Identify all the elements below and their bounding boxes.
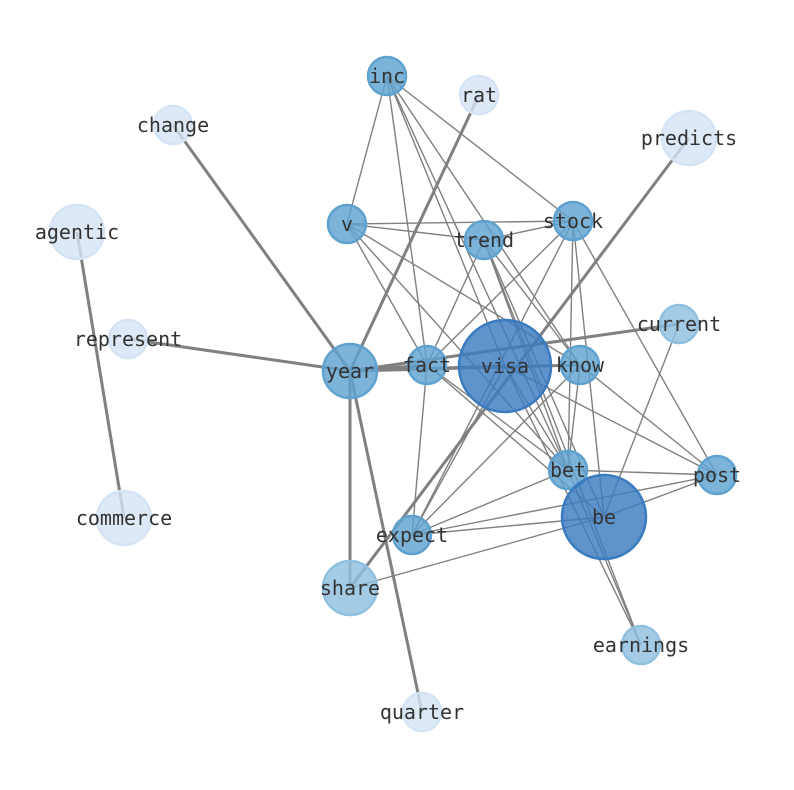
node-circle bbox=[48, 203, 106, 261]
edges-layer bbox=[75, 75, 718, 713]
node-circle bbox=[660, 109, 718, 167]
node-label: inc bbox=[369, 64, 405, 88]
edge-year-change bbox=[171, 124, 352, 372]
node-visa[interactable]: visa bbox=[457, 318, 553, 414]
node-share[interactable]: share bbox=[320, 559, 380, 617]
node-year[interactable]: year bbox=[321, 342, 379, 400]
node-label: rat bbox=[461, 83, 497, 107]
node-quarter[interactable]: quarter bbox=[380, 691, 464, 733]
node-label: current bbox=[637, 312, 721, 336]
node-label: fact bbox=[403, 353, 451, 377]
node-label: v bbox=[341, 212, 353, 236]
node-circle bbox=[406, 344, 448, 386]
node-inc[interactable]: inc bbox=[366, 55, 408, 97]
node-label: earnings bbox=[593, 633, 689, 657]
node-label: year bbox=[326, 359, 374, 383]
edge-know-post bbox=[579, 364, 718, 476]
edge-inc-v bbox=[346, 75, 388, 225]
node-circle bbox=[560, 473, 648, 561]
node-circle bbox=[547, 449, 589, 491]
node-label: expect bbox=[376, 523, 448, 547]
edge-bet-post bbox=[567, 469, 718, 476]
node-circle bbox=[658, 303, 700, 345]
node-circle bbox=[457, 318, 553, 414]
edge-trend-earnings bbox=[483, 239, 642, 646]
edge-bet-expect bbox=[411, 469, 569, 536]
edge-v-fact bbox=[346, 223, 428, 366]
node-agentic[interactable]: agentic bbox=[35, 203, 119, 261]
node-circle bbox=[152, 104, 194, 146]
edge-v-trend bbox=[346, 223, 485, 241]
node-circle bbox=[620, 624, 662, 666]
node-represent[interactable]: represent bbox=[74, 318, 182, 360]
node-circle bbox=[366, 55, 408, 97]
node-label: be bbox=[592, 505, 616, 529]
edge-stock-post bbox=[572, 220, 718, 476]
edge-inc-visa bbox=[386, 75, 506, 367]
node-label: agentic bbox=[35, 220, 119, 244]
node-circle bbox=[95, 489, 153, 547]
node-v[interactable]: v bbox=[326, 203, 368, 245]
edge-agentic-commerce bbox=[75, 231, 126, 519]
edge-stock-fact bbox=[426, 220, 574, 366]
node-label: predicts bbox=[641, 126, 737, 150]
node-label: stock bbox=[543, 209, 603, 233]
edge-trend-know bbox=[483, 239, 581, 366]
node-stock[interactable]: stock bbox=[543, 200, 603, 242]
node-current[interactable]: current bbox=[637, 303, 721, 345]
node-know[interactable]: know bbox=[556, 344, 605, 386]
node-rat[interactable]: rat bbox=[458, 74, 500, 116]
node-be[interactable]: be bbox=[560, 473, 648, 561]
node-fact[interactable]: fact bbox=[403, 344, 451, 386]
node-bet[interactable]: bet bbox=[547, 449, 589, 491]
node-earnings[interactable]: earnings bbox=[593, 624, 689, 666]
node-circle bbox=[321, 342, 379, 400]
node-circle bbox=[326, 203, 368, 245]
edge-inc-fact bbox=[386, 75, 428, 366]
node-circle bbox=[107, 318, 149, 360]
node-label: share bbox=[320, 576, 380, 600]
edge-inc-bet bbox=[386, 75, 569, 471]
node-commerce[interactable]: commerce bbox=[76, 489, 172, 547]
node-circle bbox=[401, 691, 443, 733]
edge-year-rat bbox=[348, 94, 481, 372]
node-circle bbox=[552, 200, 594, 242]
edge-fact-bet bbox=[426, 364, 569, 471]
node-circle bbox=[321, 559, 379, 617]
node-label: post bbox=[693, 463, 741, 487]
edge-year-represent bbox=[127, 337, 351, 373]
node-circle bbox=[458, 74, 500, 116]
node-trend[interactable]: trend bbox=[454, 219, 514, 261]
edge-trend-fact bbox=[426, 239, 485, 366]
edge-know-expect bbox=[411, 364, 581, 536]
node-circle bbox=[559, 344, 601, 386]
node-predicts[interactable]: predicts bbox=[641, 109, 737, 167]
node-label: bet bbox=[550, 458, 586, 482]
edge-fact-expect bbox=[411, 364, 428, 536]
node-label: quarter bbox=[380, 700, 464, 724]
node-circle bbox=[696, 454, 738, 496]
node-post[interactable]: post bbox=[693, 454, 741, 496]
nodes-layer: inc rat change predicts agentic v stock trend re… bbox=[35, 55, 741, 733]
node-label: change bbox=[137, 113, 209, 137]
node-change[interactable]: change bbox=[137, 104, 209, 146]
node-label: represent bbox=[74, 327, 182, 351]
edge-be-share bbox=[349, 516, 605, 589]
node-label: commerce bbox=[76, 506, 172, 530]
node-expect[interactable]: expect bbox=[376, 514, 448, 556]
edge-v-stock bbox=[346, 220, 574, 225]
node-label: know bbox=[556, 353, 605, 377]
node-label: visa bbox=[481, 354, 529, 378]
edge-inc-stock bbox=[386, 75, 574, 222]
node-circle bbox=[463, 219, 505, 261]
node-label: trend bbox=[454, 228, 514, 252]
edge-stock-bet bbox=[567, 220, 574, 471]
node-circle bbox=[391, 514, 433, 556]
edge-v-bet bbox=[346, 223, 569, 471]
